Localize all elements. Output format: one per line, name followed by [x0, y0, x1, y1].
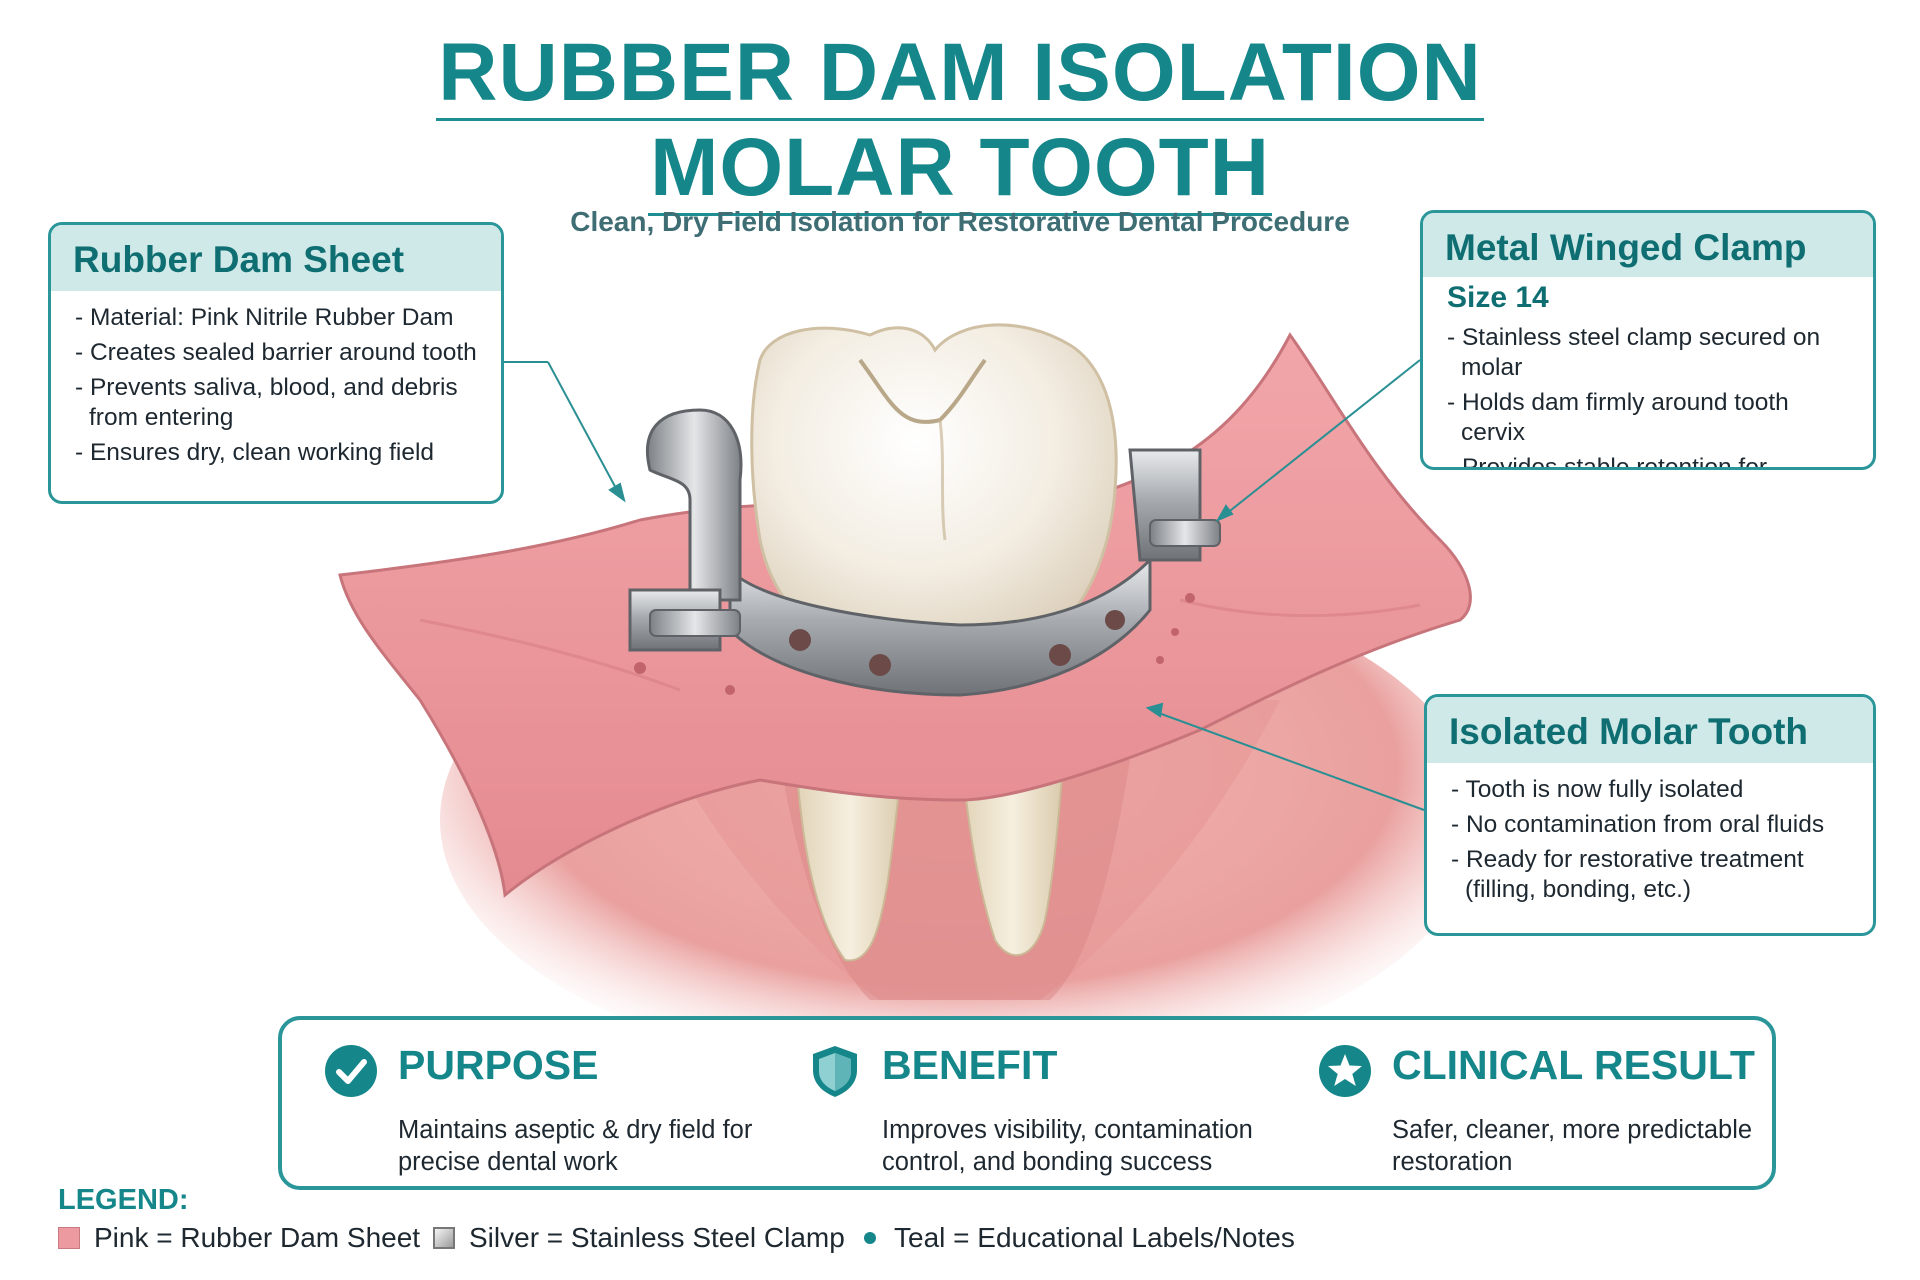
callout-subheading: Size 14: [1447, 281, 1549, 314]
callout-rubber-dam-sheet: Rubber Dam Sheet - Material: Pink Nitril…: [48, 222, 504, 504]
summary-text: Maintains aseptic & dry field for precis…: [398, 1116, 753, 1176]
list-item: - Tooth is now fully isolated: [1451, 776, 1744, 803]
title-line-1: RUBBER DAM ISOLATION: [436, 30, 1484, 121]
summary-title: BENEFIT: [882, 1042, 1058, 1088]
callout-list: - Material: Pink Nitrile Rubber Dam - Cr…: [51, 291, 501, 487]
callout-metal-winged-clamp: Metal Winged Clamp Size 14 - Stainless s…: [1420, 210, 1876, 470]
callout-heading: Isolated Molar Tooth: [1427, 697, 1873, 763]
list-item: - Ready for restorative treatment (filli…: [1451, 846, 1804, 903]
pink-swatch-icon: [58, 1226, 80, 1249]
list-item: - Provides stable retention for isolatio…: [1447, 454, 1768, 470]
page-title: RUBBER DAM ISOLATION MOLAR TOOTH: [0, 30, 1920, 216]
list-item: - Ensures dry, clean working field: [75, 439, 435, 466]
star-circle-icon: [1319, 1045, 1371, 1097]
summary-text: Safer, cleaner, more predictable restora…: [1392, 1116, 1753, 1176]
legend-label: Silver = Stainless Steel Clamp: [469, 1222, 845, 1253]
check-circle-icon: [325, 1045, 377, 1097]
metal-winged-clamp: [628, 408, 1221, 697]
list-item: - Material: Pink Nitrile Rubber Dam: [75, 304, 454, 331]
legend-title: LEGEND:: [58, 1184, 189, 1216]
summary-title: CLINICAL RESULT: [1392, 1042, 1755, 1088]
callout-heading: Metal Winged Clamp: [1423, 213, 1873, 277]
callout-heading: Rubber Dam Sheet: [51, 225, 501, 291]
legend-item-pink: Pink = Rubber Dam Sheet: [58, 1222, 420, 1254]
legend-item-silver: Silver = Stainless Steel Clamp: [433, 1222, 845, 1254]
legend-item-teal: Teal = Educational Labels/Notes: [858, 1222, 1295, 1254]
legend: Pink = Rubber Dam Sheet Silver = Stainle…: [58, 1222, 1458, 1262]
list-item: - Stainless steel clamp secured on molar: [1447, 324, 1821, 381]
page-subtitle: Clean, Dry Field Isolation for Restorati…: [570, 206, 1350, 237]
callout-list: - Stainless steel clamp secured on molar…: [1423, 317, 1873, 470]
legend-label: Pink = Rubber Dam Sheet: [94, 1222, 421, 1253]
summary-text: Improves visibility, contamination contr…: [882, 1116, 1253, 1176]
summary-panel: PURPOSE Maintains aseptic & dry field fo…: [278, 1016, 1776, 1190]
legend-label: Teal = Educational Labels/Notes: [894, 1222, 1295, 1253]
silver-swatch-icon: [433, 1226, 455, 1249]
callout-isolated-molar-tooth: Isolated Molar Tooth - Tooth is now full…: [1424, 694, 1876, 936]
list-item: - Creates sealed barrier around tooth: [75, 339, 477, 366]
summary-title: PURPOSE: [398, 1042, 599, 1088]
callout-list: - Tooth is now fully isolated - No conta…: [1427, 763, 1873, 924]
molar-crown: [750, 323, 1118, 661]
list-item: - No contamination from oral fluids: [1451, 811, 1825, 838]
list-item: - Holds dam firmly around tooth cervix: [1447, 389, 1789, 446]
callout-leaders: [504, 359, 1425, 811]
list-item: - Prevents saliva, blood, and debris fro…: [75, 374, 458, 431]
title-line-2: MOLAR TOOTH: [648, 125, 1272, 216]
shield-icon: [813, 1046, 857, 1097]
teal-dot-icon: [864, 1231, 876, 1244]
